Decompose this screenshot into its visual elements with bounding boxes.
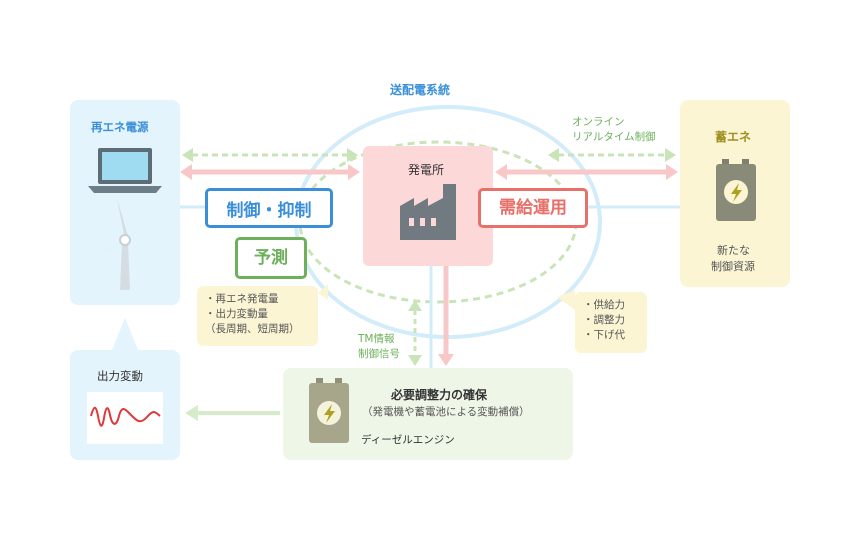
green-arrow-left-head-r — [347, 148, 358, 162]
online-control-line1: オンライン — [572, 116, 625, 128]
forecast-label: 予測 — [235, 237, 307, 279]
adjustment-caption: ディーゼルエンジン — [361, 434, 455, 446]
adjustment-title: 必要調整力の確保 — [391, 388, 488, 402]
red-down-arrow-head — [438, 354, 454, 366]
forecast-note-pointer — [318, 284, 328, 300]
storage-caption-line1: 新たな — [717, 244, 750, 257]
waveform-line — [90, 406, 161, 427]
red-arrow-right-head-r — [666, 164, 678, 180]
online-control-line2: リアルタイム制御 — [572, 131, 656, 143]
demand-label: 需給運用 — [478, 188, 588, 228]
forecast-note-2: ・出力変動量 — [205, 308, 268, 320]
plant-title: 発電所 — [408, 163, 445, 177]
supply-note-1: ・供給力 — [583, 299, 625, 311]
green-vertical-arrow-head-top — [408, 300, 422, 311]
green-arrow-left-head-l — [182, 148, 193, 162]
tm-info-line2: 制御信号 — [358, 348, 400, 360]
red-arrow-left-head-r — [348, 164, 360, 180]
storage-battery-icon — [716, 159, 756, 221]
adjustment-panel — [283, 368, 573, 460]
control-label: 制御・抑制 — [205, 188, 333, 228]
renewable-title: 再エネ電源 — [91, 120, 149, 134]
storage-title: 蓄エネ — [715, 130, 752, 144]
renewable-panel — [70, 100, 180, 305]
factory-icon — [400, 184, 456, 240]
output-variation-title: 出力変動 — [97, 369, 143, 383]
green-arrow-right-head-l — [548, 148, 559, 162]
supply-note-pointer — [557, 290, 575, 310]
green-left-arrow-head — [185, 405, 198, 421]
tm-info-line1: TM情報 — [358, 333, 395, 345]
green-vertical-arrow-head-bottom — [408, 355, 422, 366]
adjustment-battery-icon — [309, 378, 349, 443]
green-arrow-right-head-r — [665, 148, 676, 162]
adjustment-subtitle: （発電機や蓄電池による変動補償） — [362, 406, 530, 418]
red-arrow-left-head-l — [180, 164, 192, 180]
wind-turbine-icon — [88, 198, 162, 290]
laptop-icon — [88, 148, 162, 193]
supply-note-3: ・下げ代 — [583, 329, 625, 341]
panel-connector-triangle — [112, 318, 138, 350]
red-arrow-right-head-l — [495, 164, 507, 180]
storage-caption-line2: 制御資源 — [711, 260, 755, 273]
supply-note-2: ・調整力 — [583, 314, 625, 326]
grid-title: 送配電系統 — [390, 83, 451, 97]
forecast-notes: ・再エネ発電量 ・出力変動量 （長周期、短周期） — [197, 286, 318, 346]
forecast-note-3: （長周期、短周期） — [205, 323, 300, 335]
waveform-box — [87, 392, 163, 444]
forecast-note-1: ・再エネ発電量 — [205, 293, 279, 305]
supply-notes: ・供給力 ・調整力 ・下げ代 — [575, 292, 647, 353]
